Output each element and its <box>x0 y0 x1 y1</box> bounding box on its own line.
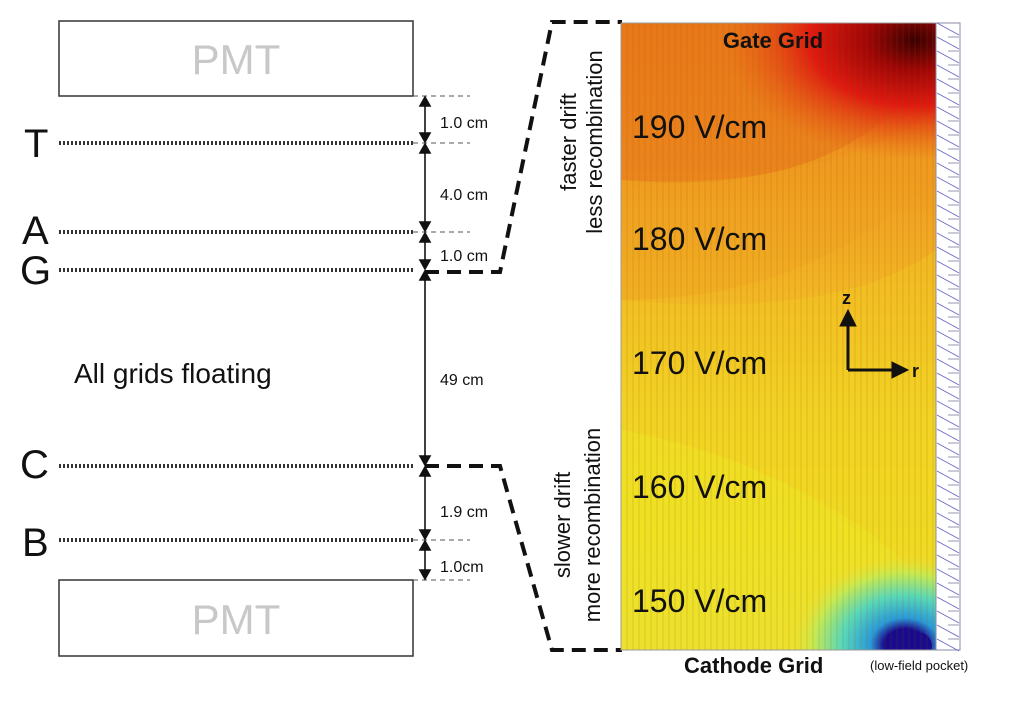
r-arrow-icon <box>891 361 910 379</box>
field-value-160: 160 V/cm <box>632 469 767 505</box>
cathode-grid-label: Cathode Grid <box>684 653 823 678</box>
field-value-190: 190 V/cm <box>632 109 767 145</box>
spacing-label-2: 4.0 cm <box>440 187 488 204</box>
spacing-label-3: 1.0 cm <box>440 248 488 265</box>
z-arrow-icon <box>839 308 857 327</box>
less-recombination-label: less recombination <box>582 50 607 233</box>
dimension-extensions <box>413 95 470 581</box>
floating-note: All grids floating <box>74 358 272 389</box>
zoom-callout <box>425 20 622 652</box>
grid-label-a: A <box>22 209 49 253</box>
grid-label-t: T <box>24 122 48 166</box>
slower-drift-label: slower drift <box>550 472 575 578</box>
field-value-170: 170 V/cm <box>632 345 767 381</box>
grid-label-c: C <box>20 443 49 487</box>
grid-label-g: G <box>20 249 51 293</box>
low-field-pocket-note: (low-field pocket) <box>870 658 968 673</box>
axes-indicator <box>839 308 910 379</box>
pmt-top-label: PMT <box>192 36 281 83</box>
field-value-180: 180 V/cm <box>632 221 767 257</box>
pmt-bottom-label: PMT <box>192 596 281 643</box>
dimension-arrows <box>418 95 432 581</box>
more-recombination-label: more recombination <box>580 428 605 622</box>
spacing-label-5: 1.9 cm <box>440 504 488 521</box>
field-map <box>621 23 936 650</box>
field-value-150: 150 V/cm <box>632 583 767 619</box>
axis-z-label: z <box>842 288 851 308</box>
pmt-bottom-box <box>58 579 414 657</box>
spacing-label-1: 1.0 cm <box>440 115 488 132</box>
grid-label-b: B <box>22 521 49 565</box>
faster-drift-label: faster drift <box>556 93 581 191</box>
gate-grid-label: Gate Grid <box>723 28 823 53</box>
grid-lines <box>59 141 413 542</box>
spacing-label-4: 49 cm <box>440 372 484 389</box>
spacing-label-6: 1.0cm <box>440 559 484 576</box>
pmt-top-box <box>58 20 414 97</box>
axis-r-label: r <box>912 361 919 381</box>
field-cage-strip <box>935 22 961 652</box>
